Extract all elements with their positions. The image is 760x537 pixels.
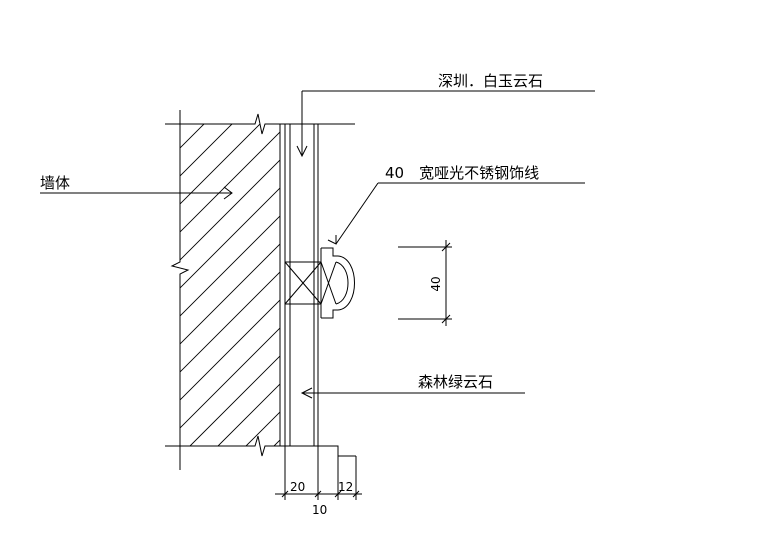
hatch-line bbox=[0, 124, 148, 446]
bottom-stone-label: 森林绿云石 bbox=[418, 373, 493, 391]
hatch-line bbox=[0, 124, 120, 446]
gap-label: 10 bbox=[312, 503, 327, 517]
trim-height-dimension: 40 bbox=[398, 240, 452, 326]
hatch-line bbox=[180, 159, 280, 261]
trim-label: 40 宽哑光不锈钢饰线 bbox=[385, 164, 539, 182]
hatch-line bbox=[0, 124, 176, 446]
hatch-line bbox=[180, 215, 280, 317]
steel-trim-profile bbox=[320, 247, 355, 319]
hatch-line bbox=[180, 131, 280, 233]
wall-section bbox=[0, 110, 355, 470]
wall-leader: 墙体 bbox=[40, 174, 233, 200]
hatch-line bbox=[180, 299, 280, 401]
top-break-line bbox=[165, 113, 355, 135]
trim-projection-label: 12 bbox=[338, 480, 353, 494]
wall-label: 墙体 bbox=[40, 174, 70, 192]
bottom-dimensions: 20 12 10 bbox=[275, 446, 362, 517]
top-stone-leader: 深圳．白玉云石 bbox=[296, 72, 595, 158]
hatch-line bbox=[189, 355, 280, 446]
hatch-line bbox=[180, 187, 280, 289]
hatch-line bbox=[180, 124, 261, 205]
hatch-line bbox=[217, 383, 280, 446]
hatch-line bbox=[180, 124, 233, 177]
wall-left-edge bbox=[170, 110, 190, 470]
trim-height-label: 40 bbox=[429, 276, 443, 291]
hatch-line bbox=[180, 327, 280, 429]
stone-cladding bbox=[284, 124, 356, 457]
hatch-line bbox=[180, 243, 280, 345]
top-stone-label: 深圳．白玉云石 bbox=[438, 72, 543, 90]
bottom-break-line bbox=[165, 435, 285, 457]
trim-leader: 40 宽哑光不锈钢饰线 bbox=[327, 164, 585, 245]
wall-hatch bbox=[0, 124, 280, 446]
bottom-stone-leader: 森林绿云石 bbox=[300, 373, 525, 399]
hatch-line bbox=[180, 124, 205, 149]
hatch-line bbox=[180, 271, 280, 373]
stone-thickness-label: 20 bbox=[290, 480, 305, 494]
